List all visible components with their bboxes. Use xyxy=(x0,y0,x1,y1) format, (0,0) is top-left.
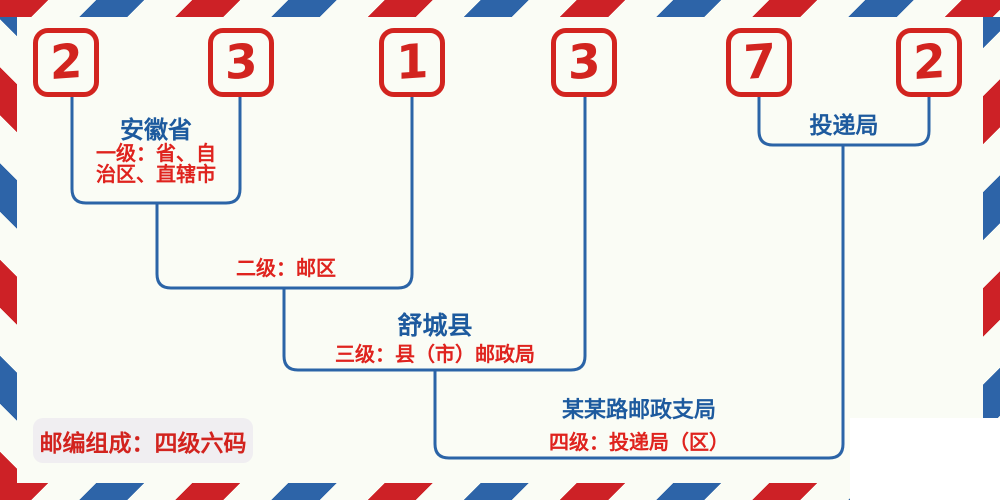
digit-value: 3 xyxy=(567,33,601,92)
province-label: 安徽省 xyxy=(120,118,192,144)
white-patch xyxy=(850,418,1000,500)
level1-desc: 一级：省、自 治区、直辖市 xyxy=(96,144,216,186)
composition-badge: 邮编组成：四级六码 xyxy=(33,418,253,463)
digit-value: 2 xyxy=(912,33,946,92)
level1-desc-line1: 一级：省、自 xyxy=(96,143,216,165)
digit-value: 1 xyxy=(395,33,429,92)
airmail-border-top xyxy=(0,0,1000,17)
branch-label: 某某路邮政支局 xyxy=(561,397,717,422)
digit-box-5: 7 xyxy=(726,28,792,97)
digit-value: 7 xyxy=(742,33,776,92)
airmail-border-left xyxy=(0,0,17,500)
digit-box-2: 3 xyxy=(208,28,274,97)
composition-badge-text: 邮编组成：四级六码 xyxy=(39,430,247,456)
level2-desc: 二级：邮区 xyxy=(236,258,336,280)
level3-desc: 三级：县（市）邮政局 xyxy=(335,344,535,366)
digit-box-1: 2 xyxy=(33,28,99,97)
county-label: 舒城县 xyxy=(397,313,473,340)
digit-box-3: 1 xyxy=(379,28,445,97)
delivery-office-label: 投递局 xyxy=(809,113,879,138)
level4-desc: 四级：投递局（区） xyxy=(549,432,729,454)
digit-value: 3 xyxy=(224,33,258,92)
digit-box-6: 2 xyxy=(896,28,962,97)
digit-value: 2 xyxy=(49,33,83,92)
airmail-border-bottom xyxy=(0,483,1000,500)
bracket-level4 xyxy=(433,145,845,460)
airmail-border-right xyxy=(983,0,1000,500)
level1-desc-line2: 治区、直辖市 xyxy=(96,164,216,186)
digit-box-4: 3 xyxy=(551,28,617,97)
